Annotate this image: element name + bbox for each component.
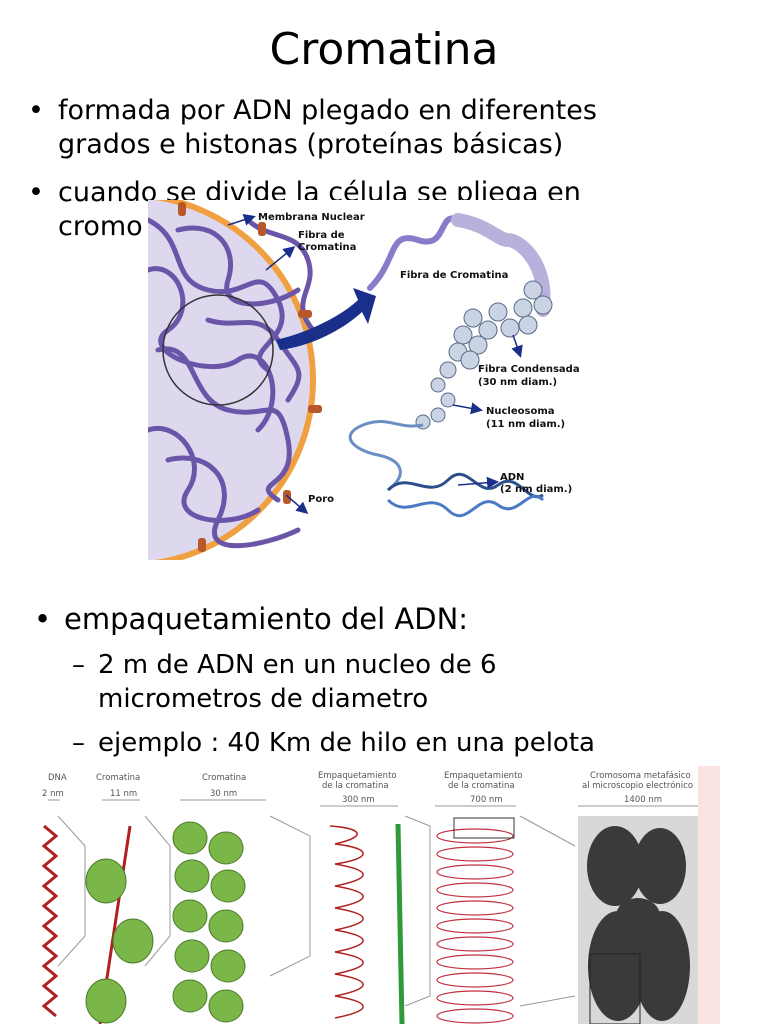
label-nucleosoma-1: Nucleosoma bbox=[486, 406, 555, 417]
coils-700nm bbox=[436, 828, 514, 1024]
bullet-dot: • bbox=[28, 177, 44, 208]
sub-item-1-line-2: micrometros de diametro bbox=[98, 684, 429, 714]
bullet-dot: • bbox=[34, 602, 52, 636]
col-title-dna: DNA bbox=[48, 773, 67, 783]
solenoid-30nm bbox=[172, 821, 246, 1023]
dna-packaging-figure: DNA 2 nm Cromatina 11 nm Cromatina 30 nm… bbox=[30, 766, 720, 1024]
col-size-11: 11 nm bbox=[110, 789, 137, 799]
bullet-1: • formada por ADN plegado en diferentes … bbox=[28, 94, 597, 162]
sub-item-1: – 2 m de ADN en un nucleo de 6 micrometr… bbox=[72, 648, 497, 716]
bullet-1-line-1: formada por ADN plegado en diferentes bbox=[58, 95, 597, 126]
col-size-dna: 2 nm bbox=[42, 789, 64, 799]
label-nucleosoma-2: (11 nm diam.) bbox=[486, 419, 565, 430]
label-condensada-2: (30 nm diam.) bbox=[478, 377, 557, 388]
bullet-dot: • bbox=[28, 95, 44, 126]
col-title-1400-a: Cromosoma metafásico bbox=[590, 771, 691, 781]
nucleosome-chain bbox=[415, 361, 457, 430]
col-size-700: 700 nm bbox=[470, 795, 503, 805]
col-title-700-b: de la cromatina bbox=[448, 781, 515, 791]
condensed-fiber bbox=[448, 280, 553, 370]
col-size-300: 300 nm bbox=[342, 795, 375, 805]
col-title-300-a: Empaquetamiento bbox=[318, 771, 397, 781]
dna-double-helix bbox=[386, 472, 545, 518]
label-fibra-main: Fibra de Cromatina bbox=[400, 270, 508, 281]
loops-300nm bbox=[329, 825, 364, 1019]
label-fibra-2: Cromatina bbox=[298, 242, 356, 253]
sub-item-1-line-1: 2 m de ADN en un nucleo de 6 bbox=[98, 650, 497, 680]
sub-item-2: – ejemplo : 40 Km de hilo en una pelota bbox=[72, 726, 595, 760]
nucleosome-beads bbox=[85, 858, 154, 1024]
dash-marker: – bbox=[72, 650, 85, 680]
zoom-arrow bbox=[276, 288, 376, 350]
col-title-1400-b: al microscopio electrónico bbox=[582, 780, 693, 791]
slide-title: Cromatina bbox=[269, 24, 499, 75]
chromatin-nucleus-figure: Membrana Nuclear Fibra de Cromatina Fibr… bbox=[148, 200, 580, 560]
dna-helix-strand bbox=[41, 824, 59, 1018]
col-title-700-a: Empaquetamiento bbox=[444, 771, 523, 781]
bullet-1-line-2: grados e histonas (proteínas básicas) bbox=[58, 129, 564, 160]
label-poro: Poro bbox=[308, 494, 334, 505]
nuclear-membrane bbox=[154, 200, 316, 560]
dash-marker: – bbox=[72, 728, 85, 758]
metaphase-chromosome bbox=[587, 826, 690, 1021]
col-size-1400: 1400 nm bbox=[624, 795, 662, 805]
label-condensada-1: Fibra Condensada bbox=[478, 364, 580, 375]
col-title-30: Cromatina bbox=[202, 773, 246, 783]
col-title-300-b: de la cromatina bbox=[322, 781, 389, 791]
col-size-30: 30 nm bbox=[210, 789, 237, 799]
label-adn-1: ADN bbox=[500, 472, 524, 483]
section2-heading-block: • empaquetamiento del ADN: bbox=[34, 602, 469, 636]
label-fibra-1: Fibra de bbox=[298, 230, 345, 241]
sub-item-2-line-1: ejemplo : 40 Km de hilo en una pelota bbox=[98, 728, 595, 758]
label-adn-2: (2 nm diam.) bbox=[500, 484, 572, 495]
chromatin-fiber-strand bbox=[367, 215, 461, 291]
section2-heading: empaquetamiento del ADN: bbox=[64, 602, 469, 636]
label-membrana: Membrana Nuclear bbox=[258, 212, 365, 223]
bullet-2-line-2: cromo bbox=[58, 211, 143, 242]
nuclear-pores bbox=[178, 202, 322, 552]
col-title-11: Cromatina bbox=[96, 773, 140, 783]
